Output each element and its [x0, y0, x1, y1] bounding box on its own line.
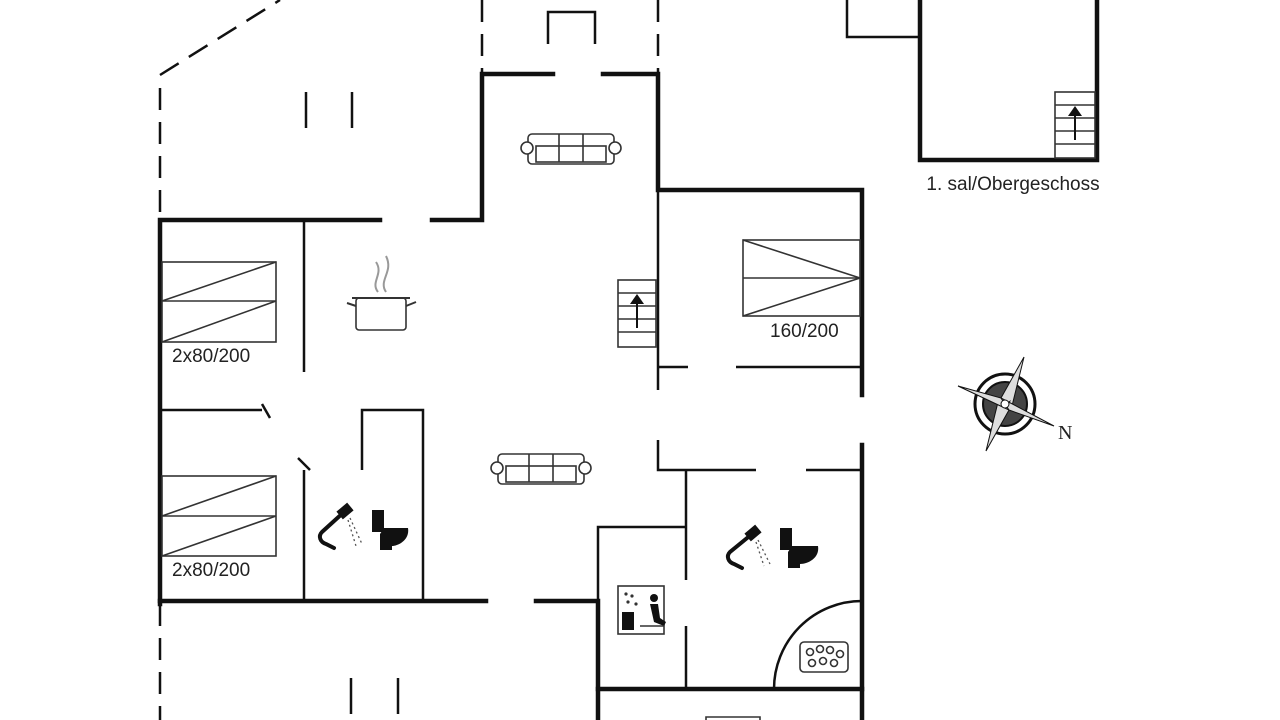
shower-icon-2 [725, 524, 771, 570]
bed-top-left [161, 261, 277, 343]
toilet-icon [372, 510, 409, 550]
bed-label-right: 160/200 [770, 321, 839, 342]
upper-staircase [1054, 91, 1096, 159]
compass-rose-icon [957, 356, 1055, 452]
terrace-outline [158, 0, 660, 720]
upper-floor-plan: 1. sal/Obergeschoss [845, 0, 1100, 195]
cooking-pot-icon [346, 255, 417, 331]
sofa-upper-icon [520, 133, 622, 165]
window-markers [304, 10, 597, 714]
interior-walls [160, 190, 862, 720]
bed-right [742, 239, 861, 317]
bottom-fixture [705, 716, 761, 720]
bed-label-top-left: 2x80/200 [172, 346, 250, 367]
whirlpool-icon [772, 599, 863, 690]
bed-bottom-left [161, 475, 277, 557]
sauna-icon [617, 585, 666, 635]
bed-label-bottom-left: 2x80/200 [172, 560, 250, 581]
toilet-icon-2 [780, 528, 819, 568]
sofa-lower-icon [490, 453, 592, 485]
shower-icon [317, 502, 363, 550]
upper-floor-label: 1. sal/Obergeschoss [926, 174, 1099, 195]
exterior-walls [157, 71, 865, 720]
main-staircase [617, 279, 657, 348]
compass-north-label: N [1058, 422, 1072, 444]
